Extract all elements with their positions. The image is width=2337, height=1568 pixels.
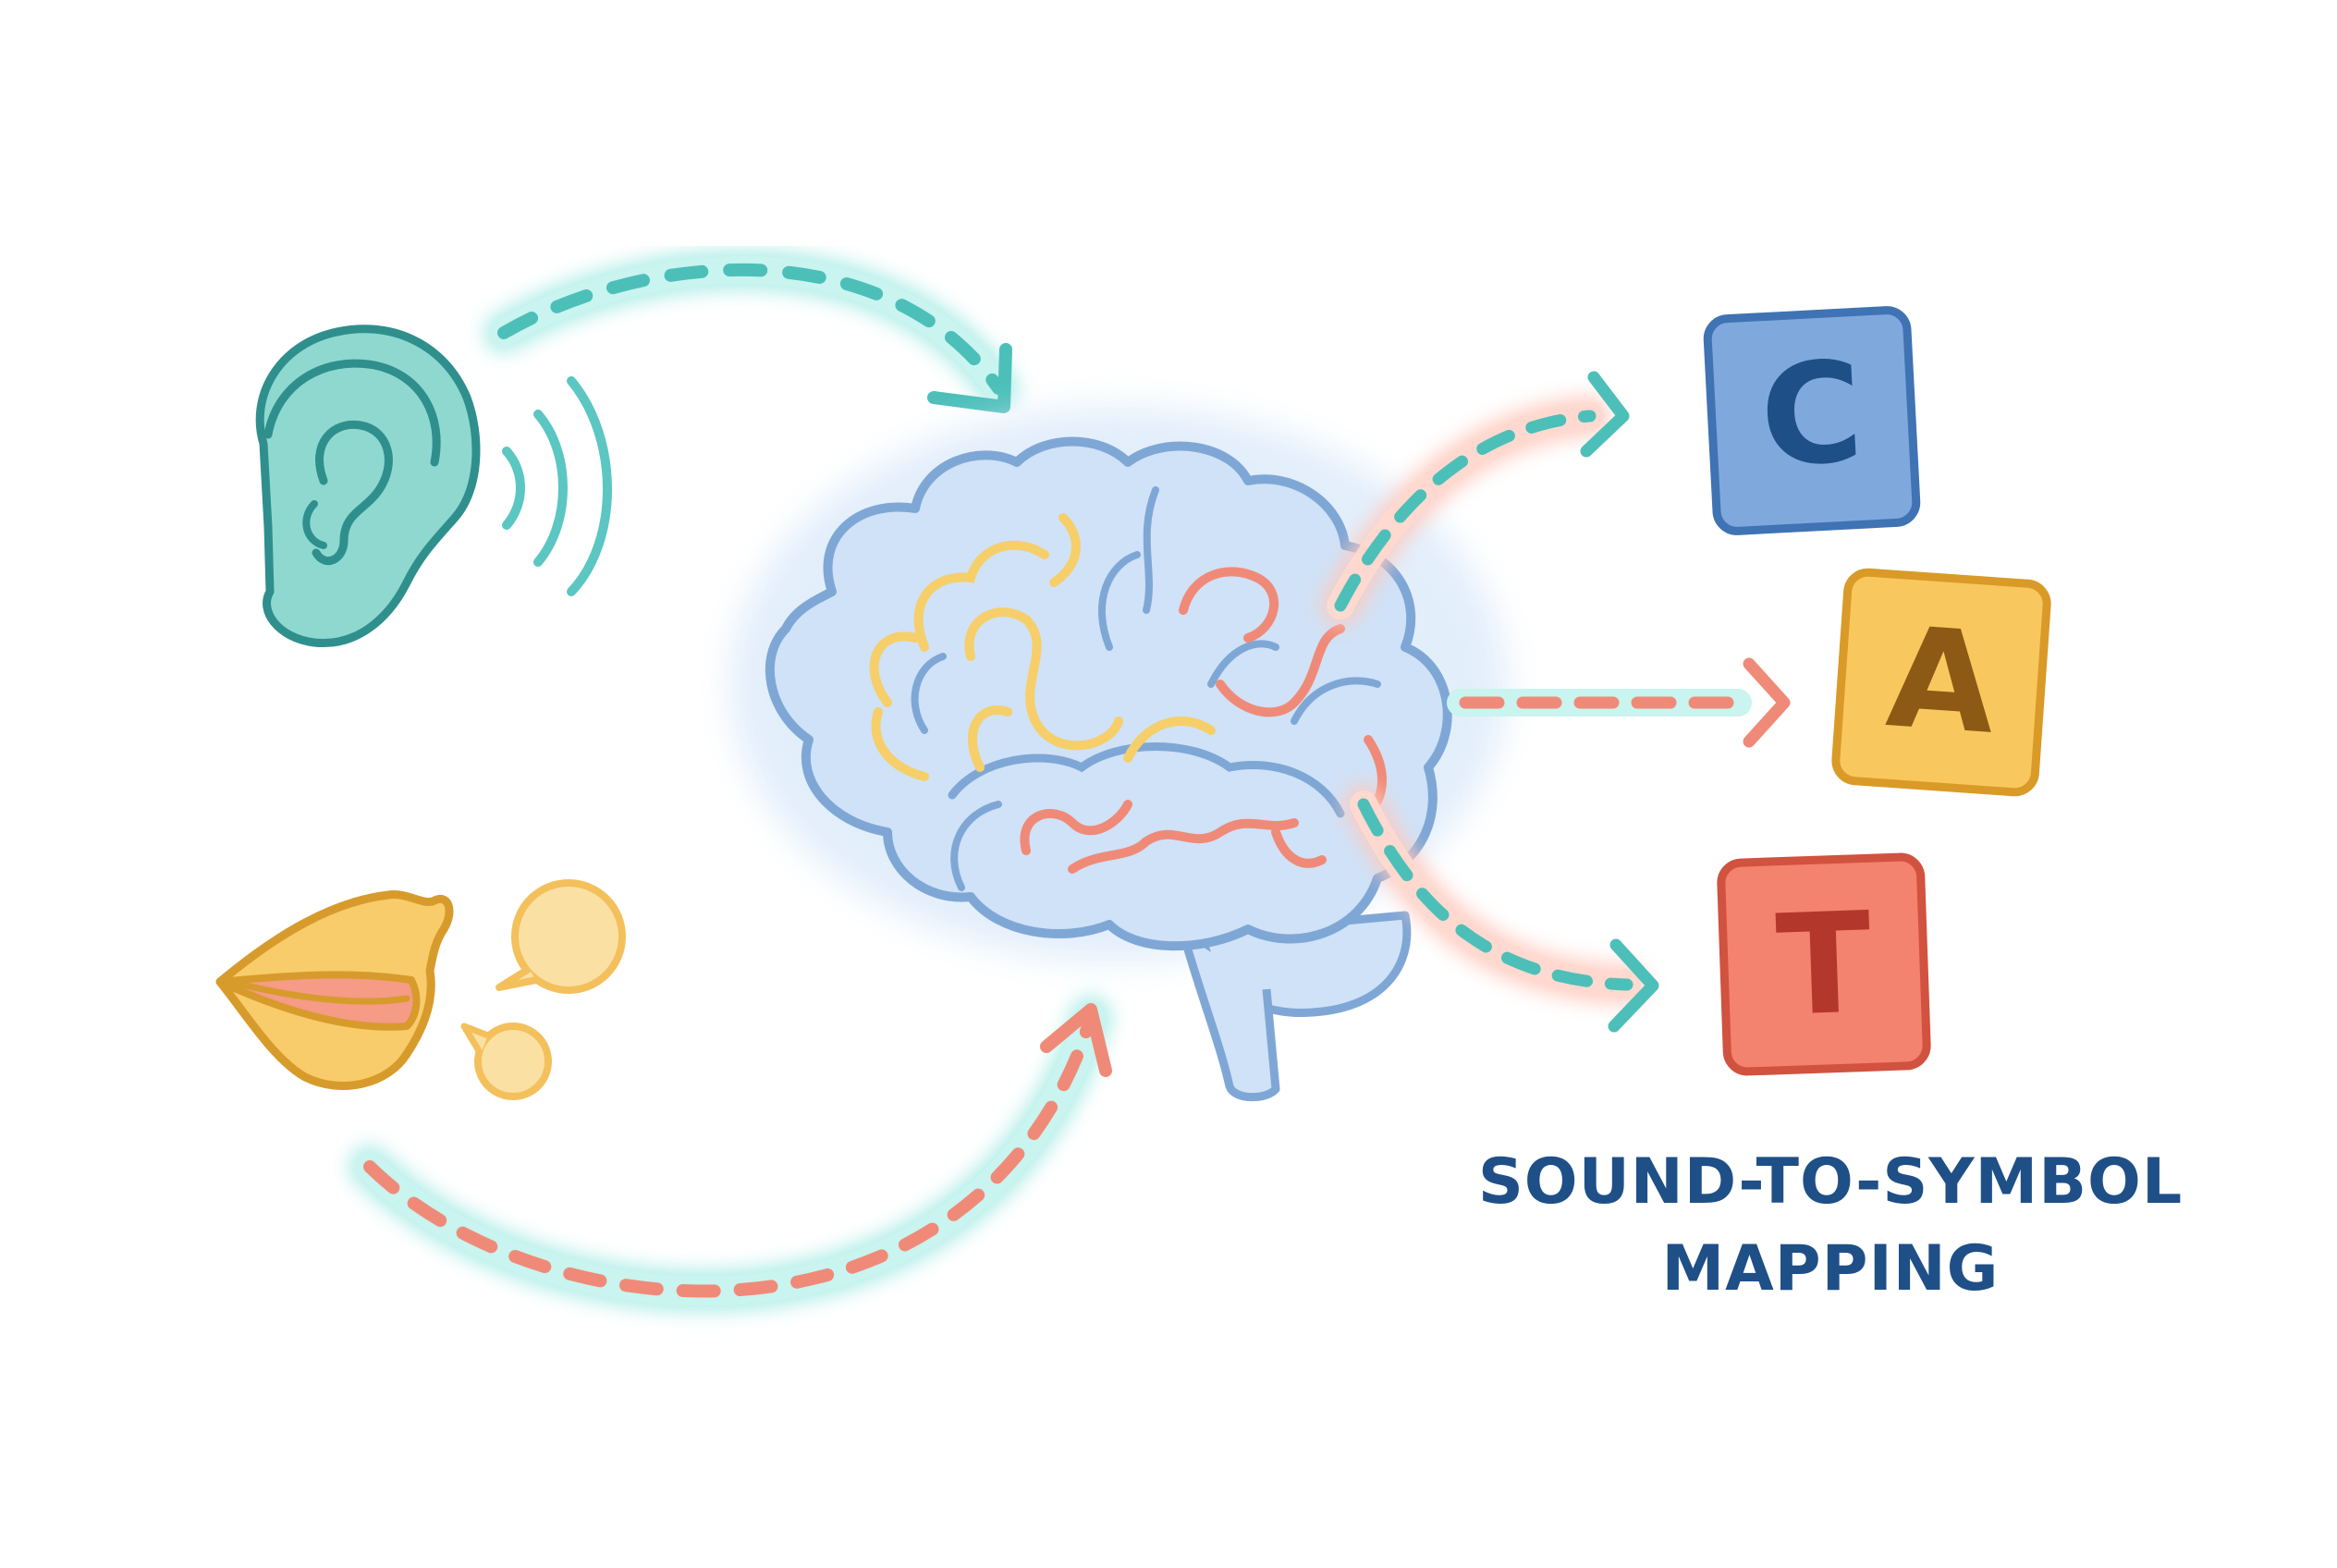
arrow-mouth-to-brain xyxy=(349,996,1112,1313)
caption-line-2: MAPPING xyxy=(1661,1232,2000,1305)
tile-a-letter: A xyxy=(1882,597,2001,766)
arrow-brain-to-a xyxy=(1440,657,1791,748)
arrow-brain-to-t xyxy=(1343,784,1659,1033)
caption-line-1: SOUND-TO-SYMBOL xyxy=(1477,1145,2184,1219)
arrow-ear-to-brain xyxy=(483,249,1019,413)
tile-a: A xyxy=(1831,568,2051,797)
ear-icon xyxy=(255,325,481,648)
tile-t: T xyxy=(1717,852,1931,1076)
brain-icon xyxy=(730,407,1507,1102)
tile-c-letter: C xyxy=(1756,332,1866,498)
tile-t-letter: T xyxy=(1774,883,1874,1047)
speech-bubbles-icon xyxy=(460,879,626,1100)
arrow-brain-to-c xyxy=(1320,371,1630,626)
diagram-caption: SOUND-TO-SYMBOL MAPPING xyxy=(1442,1139,2219,1313)
sound-waves-icon xyxy=(502,376,612,596)
mouth-icon xyxy=(215,890,454,1091)
tile-c: C xyxy=(1703,306,1921,535)
